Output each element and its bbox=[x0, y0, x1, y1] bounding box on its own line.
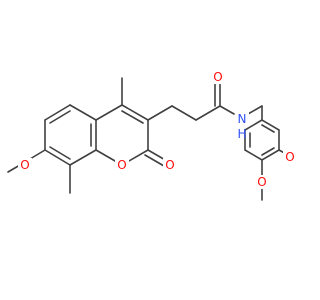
atom-n-amide: N bbox=[238, 112, 247, 126]
bond-c8-c8a bbox=[69, 149, 97, 166]
atom-o-methoxy-right-upper: O bbox=[285, 150, 294, 164]
bond-c5-c6-inner bbox=[49, 110, 71, 124]
atom-o-amide: O bbox=[213, 70, 222, 84]
atom-o-methoxy-right-lower: O bbox=[257, 175, 266, 189]
benzene-inner-2 bbox=[261, 124, 275, 133]
bond-c7-o-methoxy bbox=[29, 149, 46, 160]
benzene-inner-3 bbox=[261, 147, 275, 156]
dimethoxybenzyl-group bbox=[244, 105, 289, 201]
bond-c2-o-carbonyl-b bbox=[144, 154, 165, 167]
atom-o-methoxy-left: O bbox=[20, 158, 29, 172]
bond-ch2b-c-amide bbox=[195, 105, 221, 121]
bond-ch2a-ch2b bbox=[171, 105, 197, 121]
atom-h-amide: H bbox=[237, 127, 246, 141]
bond-c4a-c4 bbox=[95, 104, 123, 121]
bond-c4-c3 bbox=[121, 104, 149, 121]
coumarin-core bbox=[7, 77, 168, 194]
atom-labels: O N H O O O O O bbox=[18, 70, 297, 189]
atom-o-lactone-ring: O bbox=[117, 158, 126, 172]
bond-amide-c-n bbox=[219, 105, 235, 115]
bond-c7-c8 bbox=[44, 149, 71, 166]
propanamide-linker bbox=[147, 82, 263, 121]
bond-c4a-c5 bbox=[69, 104, 97, 121]
bond-c5-c6 bbox=[44, 104, 71, 121]
bond-c4-c3-inner bbox=[121, 110, 144, 124]
bond-c7-c8-inner bbox=[49, 146, 71, 160]
atom-o-lactone-carbonyl: O bbox=[165, 158, 174, 172]
molecule-structure: O N H O O O O O bbox=[7, 70, 297, 201]
bond-c3-ch2a bbox=[147, 105, 173, 121]
molecule-canvas: O N H O O O O O bbox=[7, 70, 297, 201]
bond-n-ch2 bbox=[247, 105, 263, 115]
